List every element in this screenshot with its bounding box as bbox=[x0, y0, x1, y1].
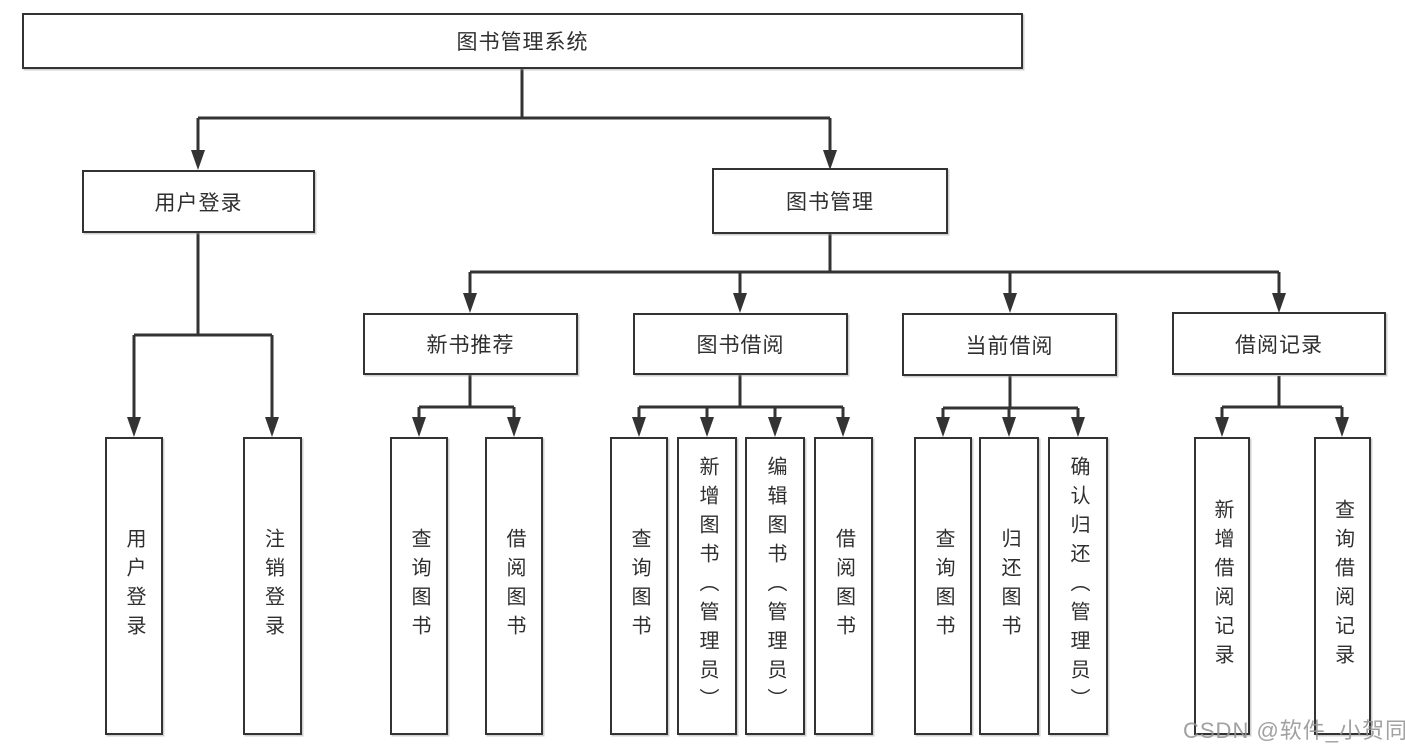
csdn-watermark: CSDN @软件_小贺同学 bbox=[1183, 718, 1405, 743]
leaf-query-books-recommend-label: 查询图书 bbox=[408, 528, 430, 644]
leaf-query-books-recommend: 查询图书 bbox=[390, 437, 448, 735]
node-book-borrowing: 图书借阅 bbox=[633, 313, 848, 375]
node-root-system: 图书管理系统 bbox=[22, 13, 1023, 69]
leaf-edit-books-admin: 编辑图书（管理员） bbox=[745, 437, 805, 735]
node-borrowing-records: 借阅记录 bbox=[1172, 312, 1386, 375]
leaf-borrow-books-recommend-label: 借阅图书 bbox=[503, 528, 525, 644]
leaf-add-books-admin-label: 新增图书（管理员） bbox=[696, 455, 718, 717]
leaf-borrow-books-borrowing: 借阅图书 bbox=[814, 437, 873, 735]
leaf-user-login-label: 用户登录 bbox=[123, 528, 145, 644]
leaf-confirm-return-admin-label: 确认归还（管理员） bbox=[1067, 455, 1089, 717]
leaf-add-borrow-record-label: 新增借阅记录 bbox=[1211, 499, 1233, 673]
leaf-query-books-borrowing-label: 查询图书 bbox=[628, 528, 650, 644]
node-book-management-branch: 图书管理 bbox=[712, 168, 948, 234]
leaf-query-books-borrowing: 查询图书 bbox=[610, 437, 668, 735]
leaf-borrow-books-recommend: 借阅图书 bbox=[485, 437, 543, 735]
node-borrowing-records-label: 借阅记录 bbox=[1235, 333, 1323, 357]
leaf-logout-label: 注销登录 bbox=[261, 528, 284, 644]
leaf-return-books-label: 归还图书 bbox=[998, 528, 1020, 644]
node-user-login-branch: 用户登录 bbox=[82, 170, 315, 233]
leaf-borrow-books-borrowing-label: 借阅图书 bbox=[832, 528, 855, 644]
leaf-confirm-return-admin: 确认归还（管理员） bbox=[1048, 437, 1108, 735]
leaf-query-borrow-record: 查询借阅记录 bbox=[1314, 437, 1371, 735]
node-user-login-label: 用户登录 bbox=[154, 191, 243, 215]
leaf-query-borrow-record-label: 查询借阅记录 bbox=[1331, 499, 1354, 673]
leaf-logout: 注销登录 bbox=[243, 437, 302, 735]
leaf-return-books: 归还图书 bbox=[979, 437, 1039, 735]
leaf-add-books-admin: 新增图书（管理员） bbox=[677, 437, 737, 735]
leaf-user-login: 用户登录 bbox=[105, 437, 163, 735]
node-book-borrowing-label: 图书借阅 bbox=[696, 334, 785, 357]
node-current-borrowing: 当前借阅 bbox=[902, 313, 1117, 376]
arrowhead-icons bbox=[127, 150, 1349, 437]
leaf-edit-books-admin-label: 编辑图书（管理员） bbox=[764, 455, 786, 717]
leaf-query-books-current-label: 查询图书 bbox=[932, 528, 954, 644]
node-book-management-label: 图书管理 bbox=[786, 191, 874, 214]
leaf-add-borrow-record: 新增借阅记录 bbox=[1194, 437, 1250, 735]
node-current-borrowing-label: 当前借阅 bbox=[965, 334, 1054, 358]
node-new-book-recommend: 新书推荐 bbox=[363, 313, 578, 375]
node-new-book-recommend-label: 新书推荐 bbox=[426, 334, 515, 357]
leaf-query-books-current: 查询图书 bbox=[914, 437, 972, 735]
node-root-label: 图书管理系统 bbox=[456, 31, 589, 54]
